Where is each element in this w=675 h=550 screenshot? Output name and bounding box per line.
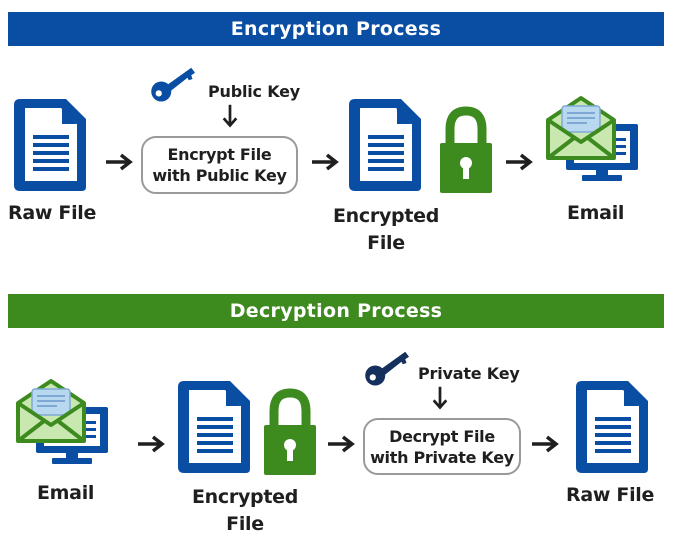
arrow-right-icon: [326, 434, 356, 454]
lock-icon: [438, 105, 494, 195]
arrow-down-icon: [431, 385, 449, 412]
document-icon: [174, 377, 254, 477]
decryption-process-title: Decryption Process: [8, 294, 664, 328]
encrypted-file-label: Encrypted File: [331, 203, 441, 257]
email-computer-icon: [14, 375, 114, 465]
lock-icon: [262, 387, 318, 477]
email-computer-icon: [544, 92, 644, 182]
arrow-right-icon: [104, 152, 134, 172]
raw-file-label: Raw File: [8, 202, 97, 224]
document-icon: [10, 95, 90, 195]
encrypted-file-line2: File: [367, 232, 405, 254]
arrow-right-icon: [504, 152, 534, 172]
document-icon: [572, 377, 652, 477]
email-label: Email: [37, 482, 95, 504]
arrow-down-icon: [221, 103, 239, 130]
private-key-label: Private Key: [418, 364, 520, 383]
encrypted-file-line1: Encrypted: [192, 486, 298, 508]
email-label: Email: [567, 202, 625, 224]
arrow-right-icon: [310, 152, 340, 172]
arrow-right-icon: [530, 434, 560, 454]
encrypted-file-line1: Encrypted: [333, 205, 439, 227]
document-icon: [345, 95, 425, 195]
encryption-process-title: Encryption Process: [8, 12, 664, 46]
key-icon: [364, 348, 414, 388]
encrypt-file-box: Encrypt File with Public Key: [141, 136, 298, 194]
encrypted-file-label: Encrypted File: [190, 484, 300, 538]
key-icon: [150, 64, 200, 104]
arrow-right-icon: [136, 434, 166, 454]
decrypt-box-line2: with Private Key: [370, 447, 514, 467]
decrypt-file-box: Decrypt File with Private Key: [363, 418, 521, 475]
decrypt-box-line1: Decrypt File: [389, 426, 495, 446]
raw-file-label: Raw File: [566, 484, 655, 506]
public-key-label: Public Key: [208, 82, 300, 101]
encrypt-box-line2: with Public Key: [152, 166, 287, 185]
encrypt-box-line1: Encrypt File: [167, 145, 272, 164]
encrypted-file-line2: File: [226, 513, 264, 535]
